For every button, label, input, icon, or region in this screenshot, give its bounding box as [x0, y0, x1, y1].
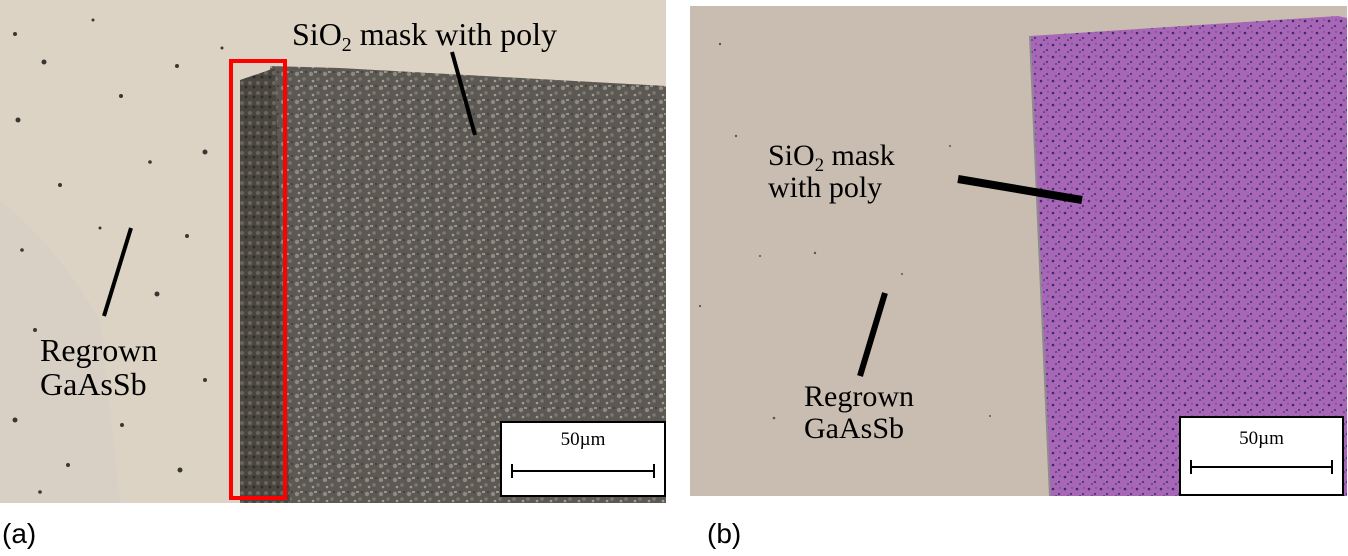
scale-bar-box-b: 50µm: [1179, 416, 1344, 496]
highlight-box: [229, 59, 287, 500]
micrograph-a-image: [0, 0, 666, 503]
scale-bar-b: [1190, 466, 1333, 468]
scale-bar-tick-left-b: [1190, 460, 1192, 474]
pointer-line-mask-a: [450, 51, 477, 136]
scale-bar-a: [511, 470, 655, 472]
panel-label-b: (b): [707, 518, 742, 549]
micrograph-panel-b: SiO2 mask with poly Regrown GaAsSb 50µm: [690, 6, 1347, 496]
scale-bar-tick-left-a: [511, 464, 513, 478]
scale-bar-box-a: 50µm: [500, 421, 666, 497]
scale-bar-label-b: 50µm: [1239, 428, 1284, 449]
panel-label-a: (a): [2, 518, 37, 549]
regrown-label-b: Regrown GaAsSb: [804, 380, 914, 445]
regrown-label-a: Regrown GaAsSb: [40, 332, 158, 402]
poly-mask-region-a: [270, 66, 666, 503]
poly-mask-region-b: [1030, 16, 1347, 496]
poly-edge-region-a: [240, 68, 290, 503]
scale-bar-label-a: 50µm: [560, 429, 606, 450]
scale-bar-tick-right-b: [1331, 460, 1333, 474]
scale-bar-tick-right-a: [653, 464, 655, 478]
micrograph-panel-a: SiO2 mask with poly Regrown GaAsSb 50µm: [0, 0, 666, 503]
pointer-line-regrown-b: [857, 292, 888, 377]
mask-label-a: SiO2 mask with poly: [292, 16, 558, 57]
micrograph-b-image: [690, 6, 1347, 496]
pointer-line-regrown-a: [102, 227, 133, 317]
mask-label-b: SiO2 mask with poly: [768, 139, 895, 204]
pointer-line-mask-b: [957, 175, 1083, 204]
